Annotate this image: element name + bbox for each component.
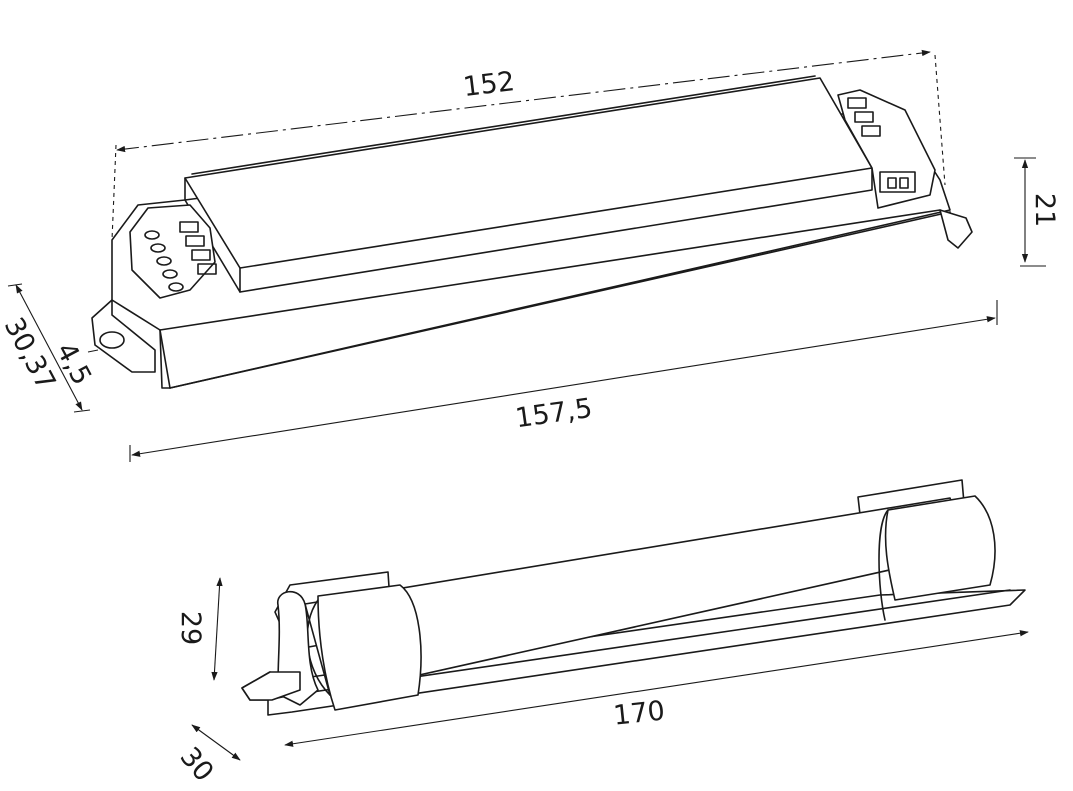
label-152: 152 (461, 66, 516, 103)
dim-battery-height: 29 (175, 577, 223, 681)
led-driver-housing (91, 75, 973, 389)
left-terminal-contacts (144, 221, 217, 292)
label-30: 30 (174, 741, 220, 787)
dim-driver-height: 21 (1014, 157, 1060, 267)
battery-pack (241, 479, 1026, 716)
dim-battery-length: 170 (284, 630, 1029, 747)
label-170: 170 (612, 695, 667, 731)
label-29: 29 (175, 611, 206, 645)
label-157-5: 157,5 (513, 393, 594, 434)
dim-driver-length-top: 152 (111, 49, 946, 241)
label-21: 21 (1029, 193, 1060, 227)
dim-battery-width: 30 (174, 724, 241, 788)
